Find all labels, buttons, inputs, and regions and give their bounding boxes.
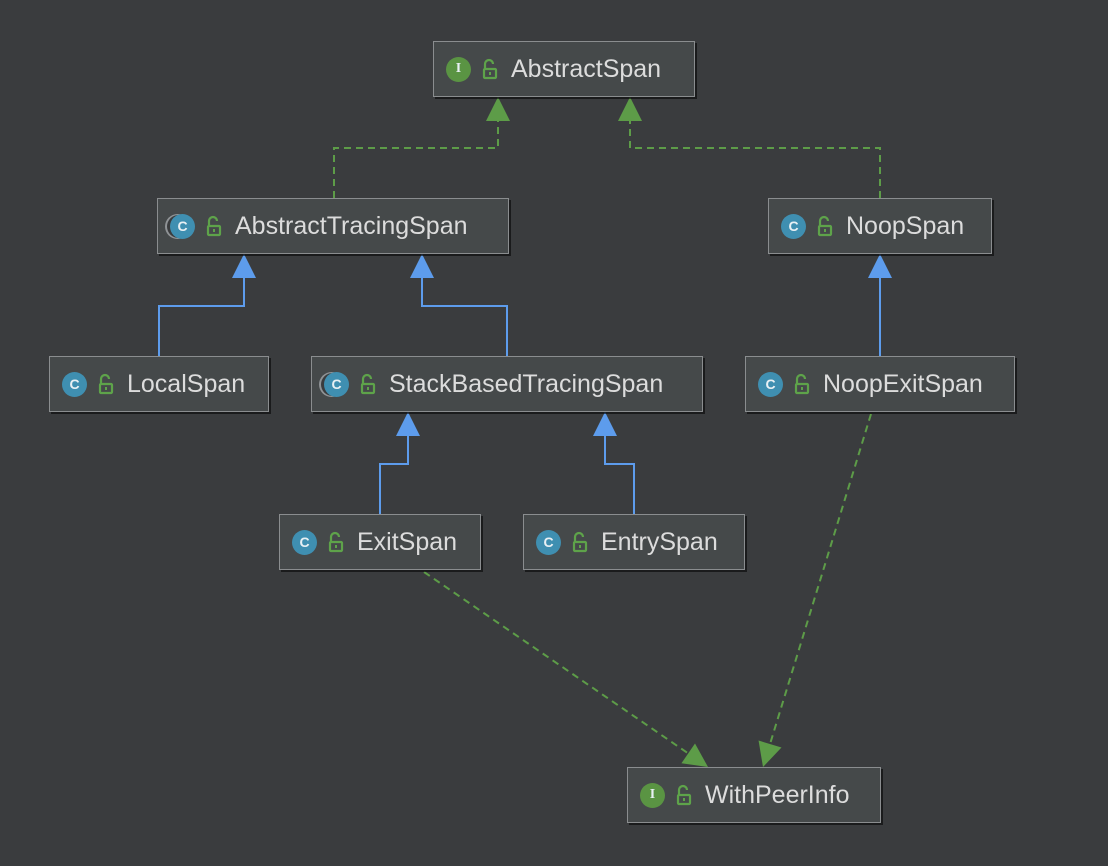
arrowhead-icon xyxy=(396,412,420,436)
public-access-icon xyxy=(816,215,834,237)
edge-noop-span-to-abstract-span xyxy=(618,97,881,198)
node-abstract-span[interactable]: I AbstractSpan xyxy=(433,41,695,97)
edge-stack-based-tracing-span-to-abstract-tracing-span xyxy=(410,254,508,356)
node-noop-exit-span[interactable]: C NoopExitSpan xyxy=(745,356,1015,412)
interface-icon: I xyxy=(640,782,665,808)
node-label: NoopSpan xyxy=(846,211,965,240)
arrowhead-icon xyxy=(232,254,256,278)
edge-noop-exit-span-to-with-peer-info xyxy=(758,413,872,767)
arrowhead-icon xyxy=(593,412,617,436)
public-access-icon xyxy=(793,373,811,395)
node-local-span[interactable]: C LocalSpan xyxy=(49,356,269,412)
node-label: StackBasedTracingSpan xyxy=(389,369,664,398)
node-label: LocalSpan xyxy=(127,369,246,398)
public-access-icon xyxy=(359,373,377,395)
interface-icon: I xyxy=(446,56,471,82)
node-exit-span[interactable]: C ExitSpan xyxy=(279,514,481,570)
node-label: AbstractSpan xyxy=(511,54,662,83)
edge-line xyxy=(158,278,245,356)
edge-entry-span-to-stack-based-tracing-span xyxy=(593,412,635,514)
class-icon: C xyxy=(536,529,561,555)
node-with-peer-info[interactable]: I WithPeerInfo xyxy=(627,767,881,823)
node-label: NoopExitSpan xyxy=(823,369,983,398)
edge-exit-span-to-with-peer-info xyxy=(423,571,708,767)
class-icon: C xyxy=(758,371,783,397)
arrowhead-icon xyxy=(868,254,892,278)
edge-line xyxy=(379,436,409,514)
arrowhead-icon xyxy=(618,97,642,121)
arrowhead-icon xyxy=(758,740,782,767)
node-label: ExitSpan xyxy=(357,527,458,556)
node-label: AbstractTracingSpan xyxy=(235,211,468,240)
public-access-icon xyxy=(97,373,115,395)
public-access-icon xyxy=(571,531,589,553)
public-access-icon xyxy=(481,58,499,80)
class-icon: C xyxy=(62,371,87,397)
abstract-class-icon: C xyxy=(324,371,349,397)
public-access-icon xyxy=(675,784,693,806)
public-access-icon xyxy=(205,215,223,237)
class-icon: C xyxy=(292,529,317,555)
abstract-class-icon: C xyxy=(170,213,195,239)
node-entry-span[interactable]: C EntrySpan xyxy=(523,514,745,570)
edge-line xyxy=(629,121,881,198)
edge-local-span-to-abstract-tracing-span xyxy=(158,254,256,356)
node-label: WithPeerInfo xyxy=(705,780,850,809)
node-label: EntrySpan xyxy=(601,527,718,556)
arrowhead-icon xyxy=(681,743,708,767)
public-access-icon xyxy=(327,531,345,553)
node-noop-span[interactable]: C NoopSpan xyxy=(768,198,992,254)
arrowhead-icon xyxy=(410,254,434,278)
edge-line xyxy=(421,278,508,356)
edge-line xyxy=(604,436,635,514)
arrowhead-icon xyxy=(486,97,510,121)
node-abstract-tracing-span[interactable]: C AbstractTracingSpan xyxy=(157,198,509,254)
edge-noop-exit-span-to-noop-span xyxy=(868,254,892,356)
edge-exit-span-to-stack-based-tracing-span xyxy=(379,412,420,514)
edge-line xyxy=(769,413,872,745)
edge-line xyxy=(333,121,499,198)
class-icon: C xyxy=(781,213,806,239)
edge-line xyxy=(423,571,689,755)
edge-abstract-tracing-span-to-abstract-span xyxy=(333,97,510,198)
node-stack-based-tracing-span[interactable]: C StackBasedTracingSpan xyxy=(311,356,703,412)
